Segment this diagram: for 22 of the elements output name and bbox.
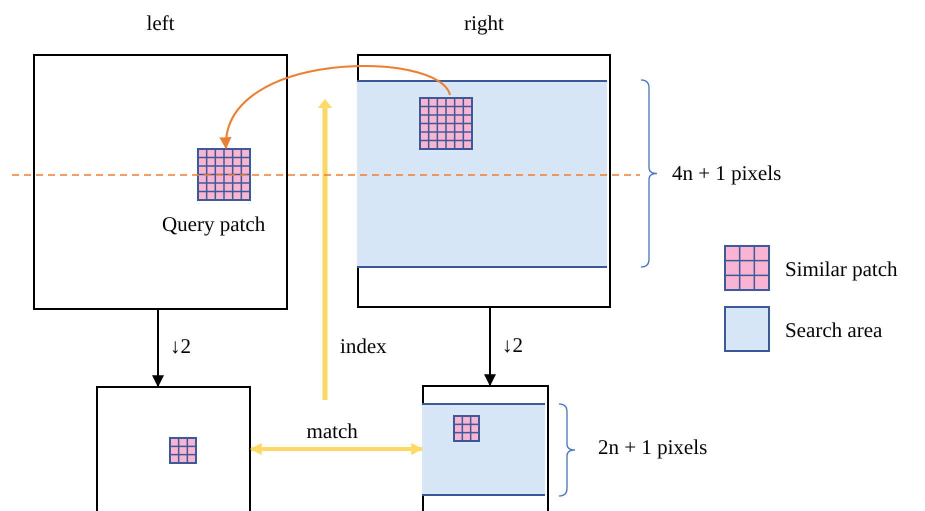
legend-label: Similar patch xyxy=(785,259,898,280)
annotation-label: index xyxy=(340,336,387,357)
legend-label: Search area xyxy=(785,320,882,341)
edge-label: match xyxy=(306,421,358,442)
arrow xyxy=(152,310,164,388)
patch-grid xyxy=(169,437,197,464)
curved-arrow xyxy=(222,65,451,150)
dimension-label: 4n + 1 pixels xyxy=(672,163,782,184)
double-arrow xyxy=(250,443,424,455)
heading: right xyxy=(463,13,505,34)
patch-grid xyxy=(453,415,480,442)
image-frame xyxy=(422,385,549,511)
arrow xyxy=(484,308,496,386)
heading: left xyxy=(146,13,176,34)
edge-label: ↓2 xyxy=(170,336,191,357)
patch-grid xyxy=(419,97,473,150)
search-area xyxy=(357,80,607,268)
edge-label: ↓2 xyxy=(502,334,523,356)
search-area xyxy=(422,403,545,496)
image-frame xyxy=(96,386,251,511)
dimension-label: 2n + 1 pixels xyxy=(598,437,708,458)
patch-label: Query patch xyxy=(162,214,266,235)
